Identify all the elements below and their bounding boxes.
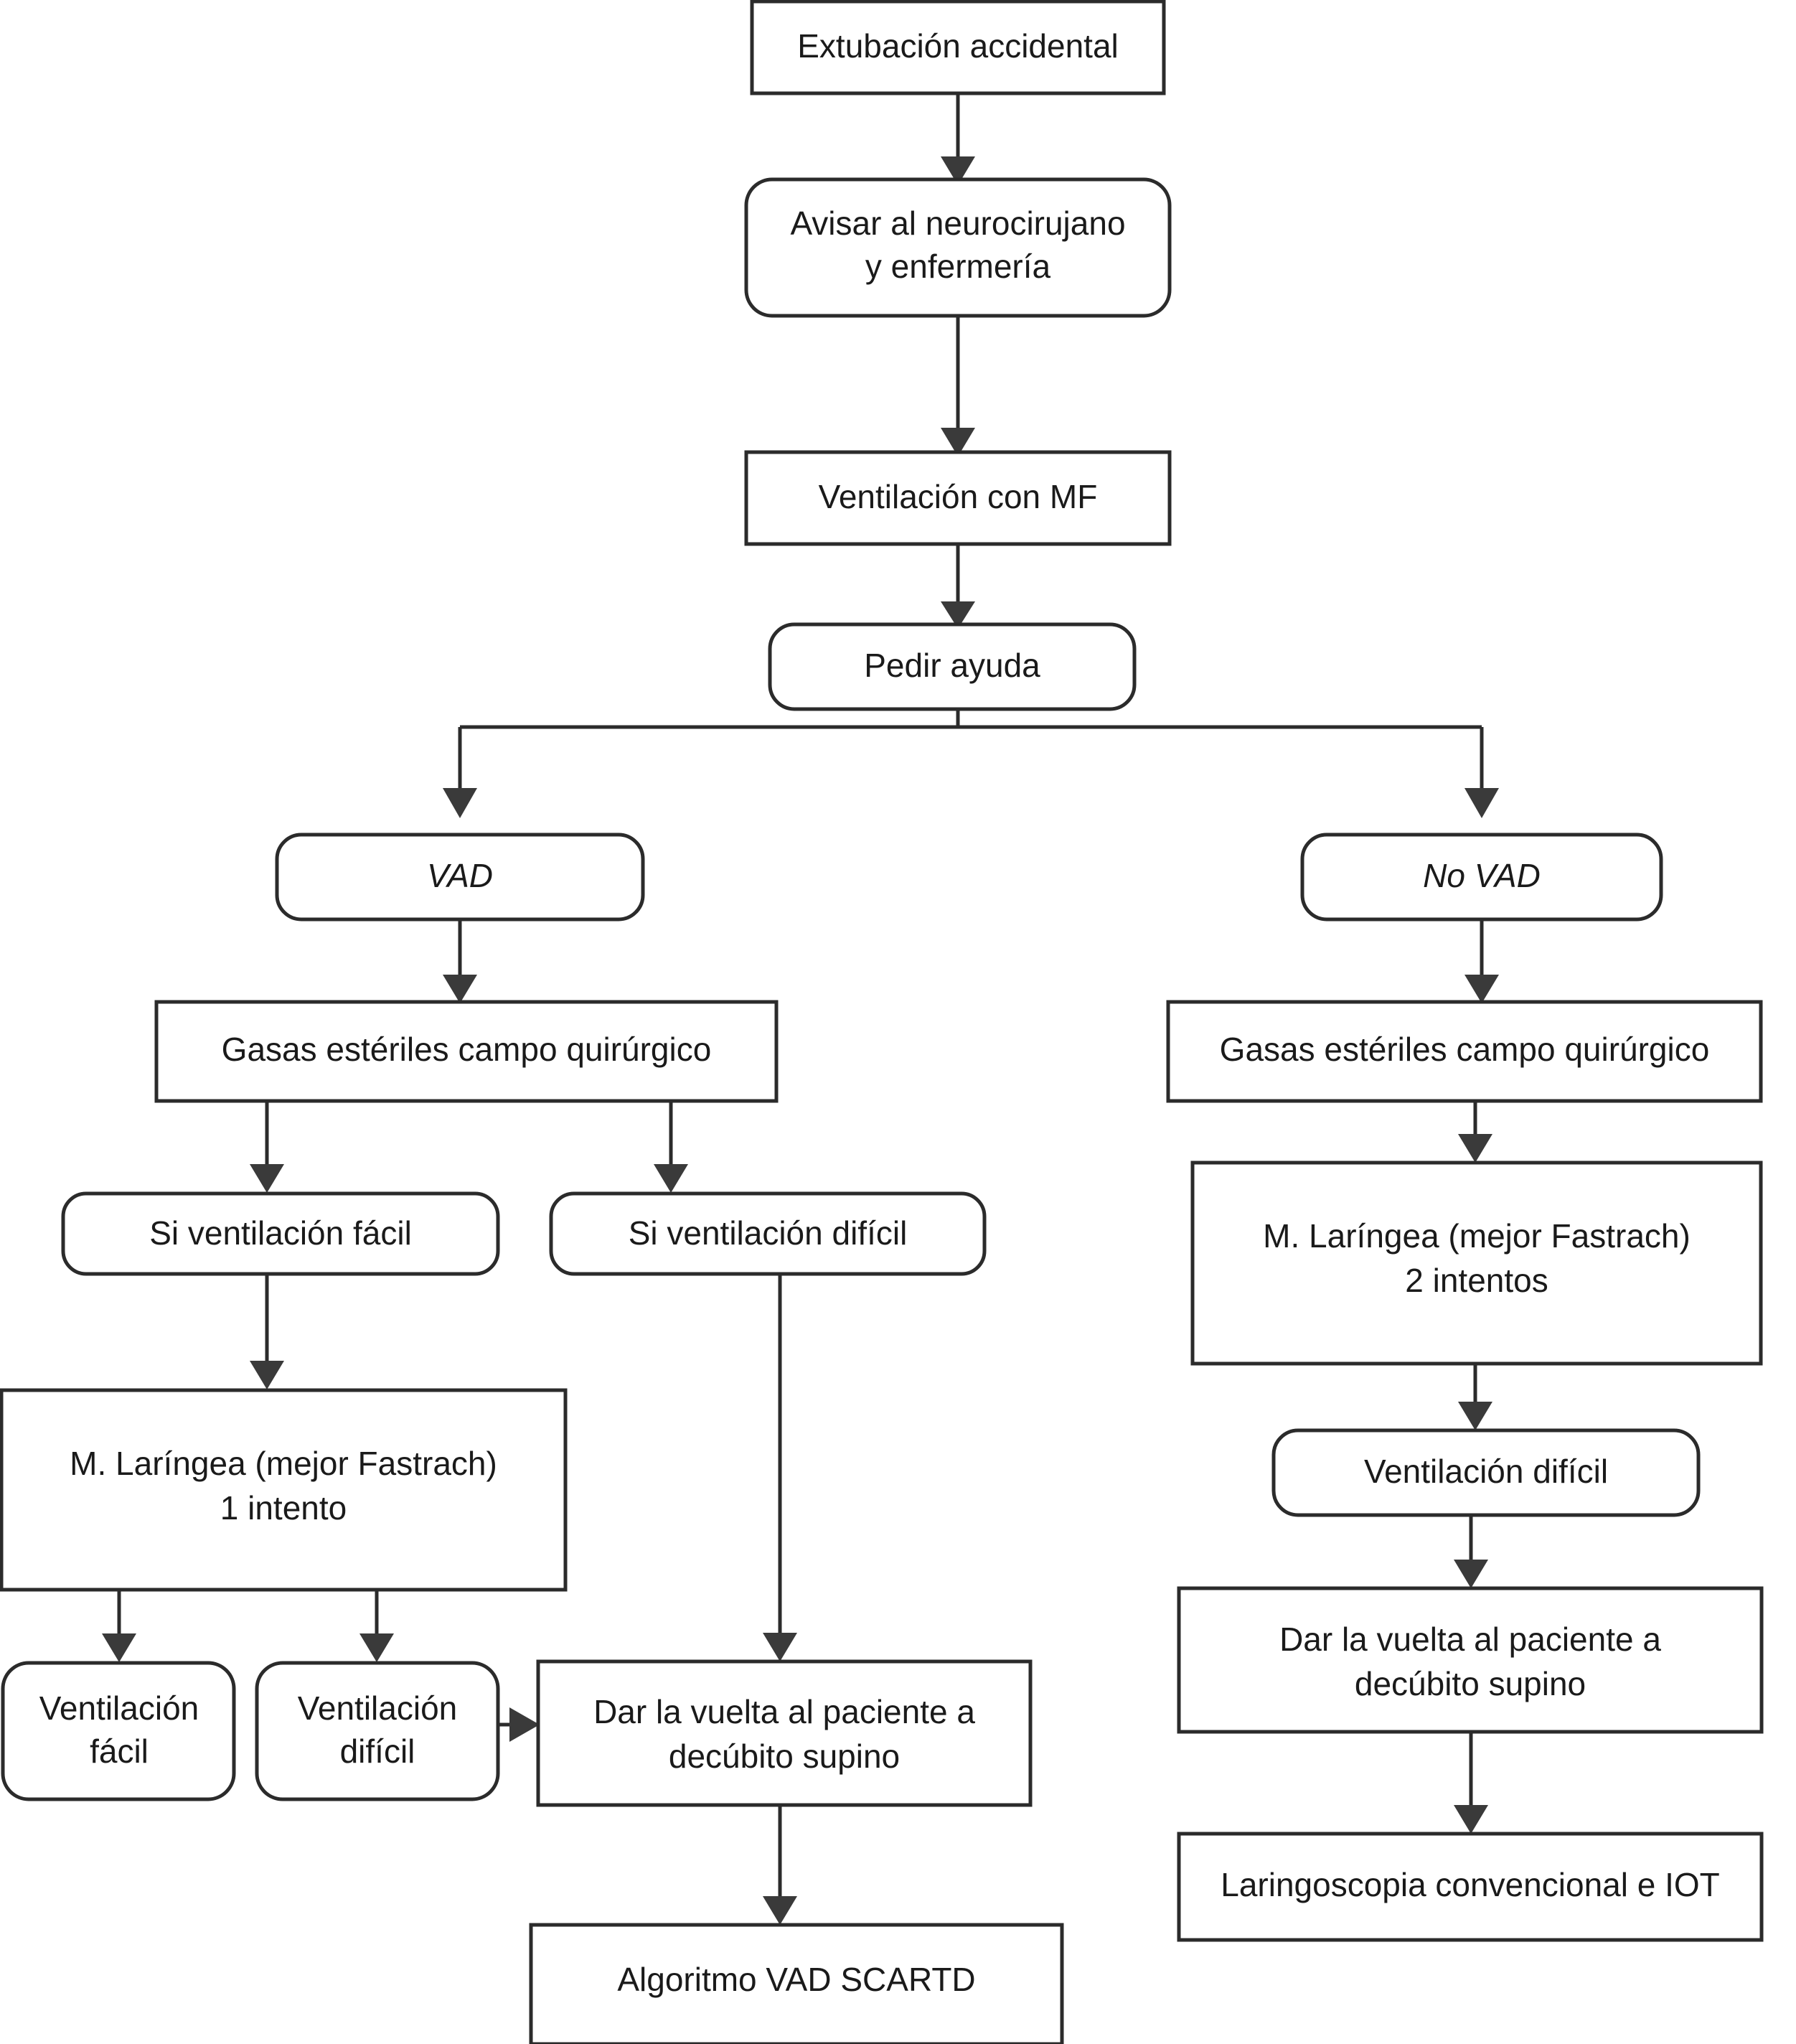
node-ventilacion-facil[interactable]: Ventilación fácil xyxy=(1,1661,236,1801)
node-label-line-2: y enfermería xyxy=(865,248,1051,285)
node-avisar-neurocirujano[interactable]: Avisar al neurocirujano y enfermería xyxy=(744,177,1172,318)
node-gasas-esteriles-left[interactable]: Gasas estériles campo quirúrgico xyxy=(154,1000,779,1103)
edge-gasas-right-to-laringea-2 xyxy=(1458,1101,1492,1163)
node-shape-rect xyxy=(529,1923,1064,2044)
node-shape-rounded xyxy=(1300,833,1663,922)
edge-ventilacion-dificil-to-dar-vuelta-right xyxy=(1454,1515,1488,1588)
node-label-line-2: 2 intentos xyxy=(1405,1262,1548,1299)
node-shape-rect xyxy=(1190,1161,1763,1366)
node-label-line-1: Ventilación xyxy=(298,1689,458,1727)
node-ventilacion-con-mf[interactable]: Ventilación con MF xyxy=(744,450,1172,546)
node-label: Laringoscopia convencional e IOT xyxy=(1221,1866,1720,1903)
edge-extubacion-to-avisar xyxy=(941,93,975,185)
edge-ventilacion-mf-to-pedir-ayuda xyxy=(941,544,975,629)
edge-layer xyxy=(102,93,1499,1925)
node-label-line-1: M. Laríngea (mejor Fastrach) xyxy=(1263,1217,1691,1255)
node-shape-rect xyxy=(536,1659,1033,1807)
node-label-line-2: 1 intento xyxy=(220,1489,347,1527)
node-label: Ventilación difícil xyxy=(1364,1453,1608,1490)
node-ventilacion-dificil-right[interactable]: Ventilación difícil xyxy=(1271,1428,1701,1517)
node-shape-rounded xyxy=(255,1661,500,1801)
node-shape-rect xyxy=(750,0,1166,95)
node-shape-rounded xyxy=(275,833,645,922)
node-shape-rect xyxy=(1177,1586,1764,1734)
node-label-line-1: Dar la vuelta al paciente a xyxy=(593,1693,975,1730)
edge-gasas-left-to-si-dificil xyxy=(654,1101,688,1193)
edge-laringea-1-to-ventilacion-dificil-left xyxy=(359,1590,394,1662)
node-shape-rect xyxy=(1177,1832,1764,1942)
node-shape-rect xyxy=(0,1388,568,1592)
node-si-ventilacion-facil[interactable]: Si ventilación fácil xyxy=(61,1191,500,1276)
node-si-ventilacion-dificil[interactable]: Si ventilación difícil xyxy=(549,1191,987,1276)
node-no-vad[interactable]: No VAD xyxy=(1300,833,1663,922)
edge-dar-vuelta-left-to-algoritmo xyxy=(763,1805,797,1925)
node-shape-rounded xyxy=(1,1661,236,1801)
node-shape-rounded xyxy=(61,1191,500,1276)
edge-dar-vuelta-right-to-laringoscopia xyxy=(1454,1732,1488,1834)
node-label: Algoritmo VAD SCARTD xyxy=(617,1961,975,1998)
edge-avisar-to-ventilacion-mf xyxy=(941,316,975,456)
edge-si-facil-to-laringea-1 xyxy=(250,1274,284,1389)
node-label: Si ventilación fácil xyxy=(149,1214,412,1252)
node-shape-rounded xyxy=(1271,1428,1701,1517)
node-pedir-ayuda[interactable]: Pedir ayuda xyxy=(768,622,1137,711)
edge-gasas-left-to-si-facil xyxy=(250,1101,284,1193)
node-shape-rect xyxy=(154,1000,779,1103)
node-extubacion-accidental[interactable]: Extubación accidental xyxy=(750,0,1166,95)
edge-si-dificil-to-dar-vuelta-left xyxy=(763,1274,797,1661)
node-shape-rounded xyxy=(768,622,1137,711)
edge-pedir-ayuda-split xyxy=(443,709,1499,818)
node-label-line-1: M. Laríngea (mejor Fastrach) xyxy=(70,1445,497,1482)
node-label: VAD xyxy=(427,857,493,894)
node-label: Pedir ayuda xyxy=(864,647,1040,684)
node-label-line-2: fácil xyxy=(90,1733,149,1770)
node-algoritmo-vad-scartd[interactable]: Algoritmo VAD SCARTD xyxy=(529,1923,1064,2044)
edge-laringea-2-to-ventilacion-dificil-right xyxy=(1458,1364,1492,1430)
node-label: Gasas estériles campo quirúrgico xyxy=(1220,1031,1710,1068)
node-label-line-1: Dar la vuelta al paciente a xyxy=(1279,1621,1661,1658)
node-laringoscopia-convencional-iot[interactable]: Laringoscopia convencional e IOT xyxy=(1177,1832,1764,1942)
node-label-line-2: difícil xyxy=(340,1733,415,1770)
edge-vad-to-gasas-left xyxy=(443,919,477,1003)
node-mascarilla-laringea-2-intentos[interactable]: M. Laríngea (mejor Fastrach) 2 intentos xyxy=(1190,1161,1763,1366)
node-gasas-esteriles-right[interactable]: Gasas estériles campo quirúrgico xyxy=(1166,1000,1763,1103)
node-label: Ventilación con MF xyxy=(819,478,1098,515)
node-mascarilla-laringea-1-intento[interactable]: M. Laríngea (mejor Fastrach) 1 intento xyxy=(0,1388,568,1592)
edge-laringea-1-to-ventilacion-facil xyxy=(102,1590,136,1662)
node-dar-vuelta-decubito-supino-left[interactable]: Dar la vuelta al paciente a decúbito sup… xyxy=(536,1659,1033,1807)
node-label-line-1: Avisar al neurocirujano xyxy=(790,205,1125,242)
node-label-line-2: decúbito supino xyxy=(1355,1665,1586,1702)
node-label-line-1: Ventilación xyxy=(39,1689,199,1727)
node-dar-vuelta-decubito-supino-right[interactable]: Dar la vuelta al paciente a decúbito sup… xyxy=(1177,1586,1764,1734)
node-vad[interactable]: VAD xyxy=(275,833,645,922)
node-label: No VAD xyxy=(1423,857,1541,894)
node-ventilacion-dificil-left[interactable]: Ventilación difícil xyxy=(255,1661,500,1801)
edge-ventilacion-dificil-to-dar-vuelta-left xyxy=(498,1707,540,1742)
edge-novad-to-gasas-right xyxy=(1464,919,1499,1003)
node-shape-rect xyxy=(744,450,1172,546)
node-shape-rect xyxy=(1166,1000,1763,1103)
node-label-line-2: decúbito supino xyxy=(669,1738,900,1775)
node-shape-rounded xyxy=(549,1191,987,1276)
node-shape-rounded xyxy=(744,177,1172,318)
node-label: Extubación accidental xyxy=(797,27,1119,65)
node-label: Si ventilación difícil xyxy=(629,1214,908,1252)
node-label: Gasas estériles campo quirúrgico xyxy=(222,1031,712,1068)
